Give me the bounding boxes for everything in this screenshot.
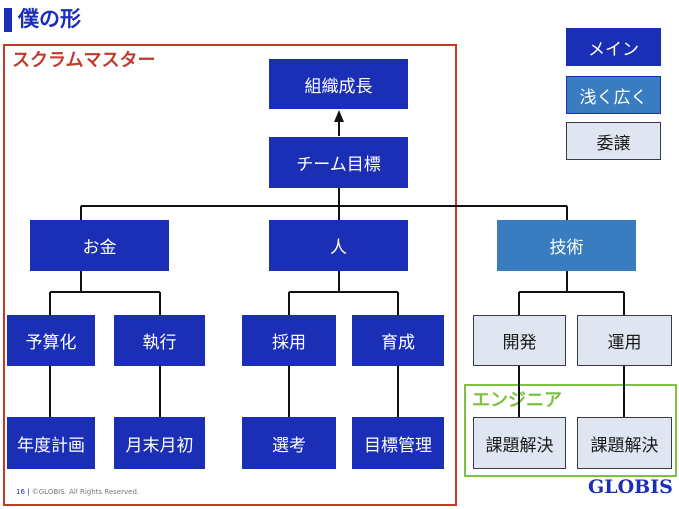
scrum-master-frame — [3, 44, 457, 506]
legend-main: メイン — [566, 28, 661, 66]
scrum-master-label: スクラムマスター — [12, 50, 156, 71]
globis-logo: GLOBIS — [588, 476, 673, 498]
node-budgeting: 予算化 — [7, 315, 95, 366]
legend-broad: 浅く広く — [566, 76, 661, 114]
node-month-end: 月末月初 — [114, 417, 205, 469]
node-tech: 技術 — [497, 220, 636, 271]
footer-divider: | — [27, 488, 32, 496]
copyright: ©GLOBIS. All Rights Reserved. — [31, 488, 140, 496]
footer: 16 | ©GLOBIS. All Rights Reserved. — [16, 487, 139, 497]
node-money: お金 — [30, 220, 169, 271]
node-issue-solving-1: 課題解決 — [473, 417, 566, 469]
node-execution: 執行 — [114, 315, 205, 366]
node-development: 開発 — [473, 315, 566, 366]
page-title: 僕の形 — [18, 7, 81, 31]
arrowhead — [334, 110, 344, 122]
engineer-frame — [464, 384, 677, 477]
node-goal-management: 目標管理 — [352, 417, 444, 469]
node-issue-solving-2: 課題解決 — [577, 417, 672, 469]
node-selection: 選考 — [242, 417, 336, 469]
node-people: 人 — [269, 220, 408, 271]
node-annual-plan: 年度計画 — [7, 417, 95, 469]
node-operation: 運用 — [577, 315, 672, 366]
page-number: 16 — [16, 488, 25, 496]
title-accent-bar — [4, 8, 12, 32]
node-team-goal: チーム目標 — [269, 137, 408, 188]
node-hiring: 採用 — [242, 315, 336, 366]
node-training: 育成 — [352, 315, 444, 366]
legend-delegate: 委譲 — [566, 122, 661, 160]
engineer-label: エンジニア — [472, 390, 562, 411]
node-growth: 組織成長 — [269, 59, 408, 109]
